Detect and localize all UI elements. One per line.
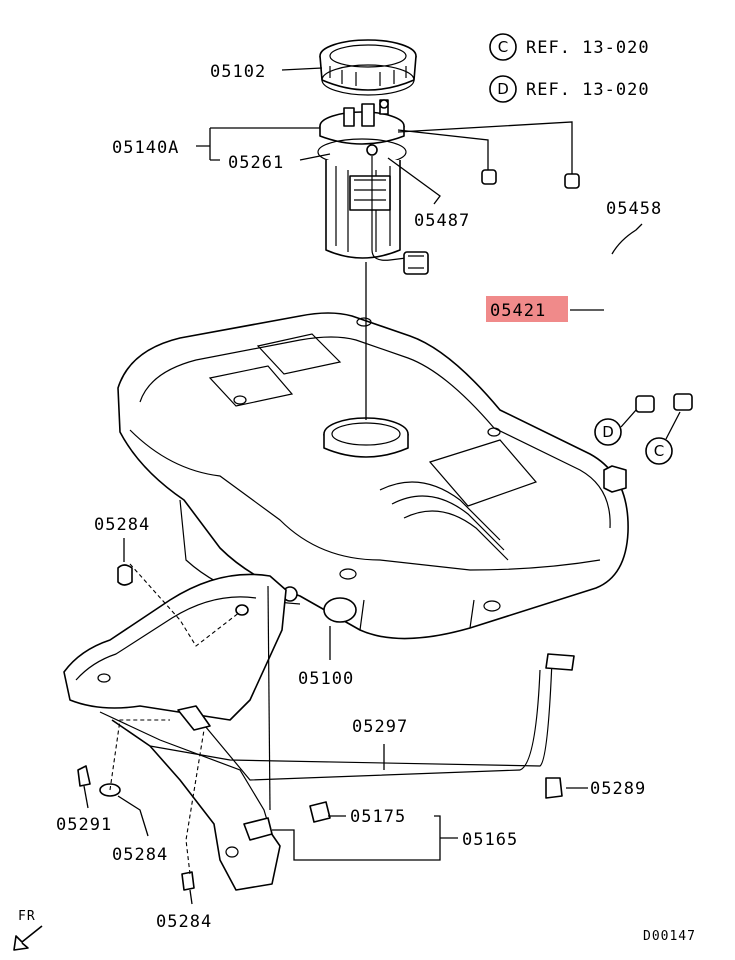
ref-circle-c-label: C <box>498 38 508 56</box>
callout-05284-top[interactable]: 05284 <box>94 515 150 535</box>
callout-05421[interactable]: 05421 <box>490 301 546 321</box>
callout-05175[interactable]: 05175 <box>350 807 406 827</box>
connection-markers: D C <box>594 409 681 465</box>
fasteners <box>77 563 563 891</box>
fuel-tank <box>117 262 629 640</box>
callout-05289[interactable]: 05289 <box>590 779 646 799</box>
front-direction-marker: FR <box>13 909 43 951</box>
callout-05284-mid[interactable]: 05284 <box>112 845 168 865</box>
callout-05487[interactable]: 05487 <box>414 211 470 231</box>
marker-c-label: C <box>654 442 664 460</box>
callout-05458[interactable]: 05458 <box>606 199 662 219</box>
ref-circle-d-label: D <box>497 80 509 98</box>
front-label: FR <box>18 909 36 924</box>
callout-05291[interactable]: 05291 <box>56 815 112 835</box>
lock-ring-part <box>319 39 417 96</box>
highlight-05421 <box>486 296 568 322</box>
marker-d-label: D <box>602 423 614 441</box>
callout-05297[interactable]: 05297 <box>352 717 408 737</box>
reference-legend: C REF. 13-020 D REF. 13-020 <box>489 33 650 103</box>
front-arrow-icon <box>13 925 43 951</box>
ref-circle-d <box>489 75 517 103</box>
ref-d-text[interactable]: REF. 13-020 <box>526 80 650 100</box>
leader-lines <box>83 67 643 905</box>
callout-05284-bottom[interactable]: 05284 <box>156 912 212 932</box>
ref-c-text[interactable]: REF. 13-020 <box>526 38 650 58</box>
ref-circle-c <box>489 33 517 61</box>
fuel-pump-module <box>317 99 429 275</box>
marker-d-circle <box>594 418 622 446</box>
callout-05102[interactable]: 05102 <box>210 62 266 82</box>
callout-05140A[interactable]: 05140A <box>112 138 179 158</box>
marker-c-circle <box>645 437 673 465</box>
callout-05165[interactable]: 05165 <box>462 830 518 850</box>
callout-05100[interactable]: 05100 <box>298 669 354 689</box>
diagram-id: D00147 <box>643 929 696 944</box>
callout-05261[interactable]: 05261 <box>228 153 284 173</box>
callout-labels: 05102 05140A 05261 05487 05458 05421 052… <box>56 62 662 932</box>
tank-protector <box>63 573 575 891</box>
fuel-lines <box>397 121 693 413</box>
